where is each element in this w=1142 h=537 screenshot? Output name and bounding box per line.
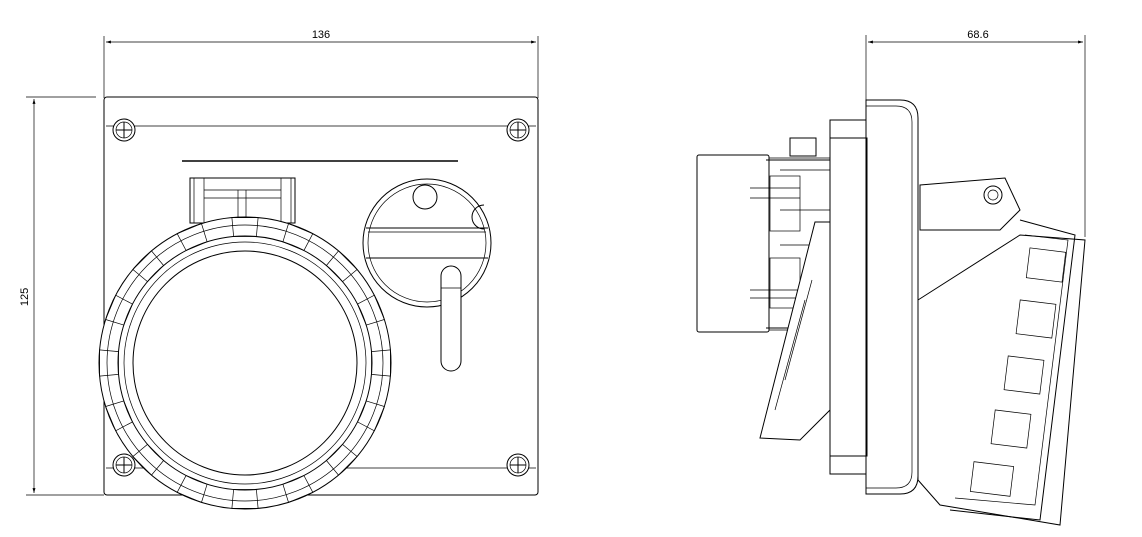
bayonet-rib [132,443,165,476]
bayonet-rib [231,217,259,237]
mounting-plate [103,96,539,496]
bayonet-rib [282,475,314,503]
front-view: 136 125 [19,29,539,510]
width-dimension: 136 [103,29,539,98]
bayonet-rib [231,489,259,509]
bayonet-rib [371,349,391,377]
bayonet-rib [176,475,208,503]
socket-body-side [759,177,1086,526]
bayonet-rib [105,400,133,432]
bayonet-rib [176,223,208,251]
bayonet-rib [325,250,358,283]
lid-hinge [189,177,296,224]
socket-ring [98,216,392,510]
bayonet-rib [282,223,314,251]
bayonet-rib [132,250,165,283]
screw-icon [506,453,530,477]
height-dimension-label: 125 [19,288,31,306]
rotary-switch [362,178,492,372]
bayonet-rib [99,349,119,377]
bayonet-rib [357,294,385,326]
screw-icon [506,118,530,142]
side-view: 68.6 [696,29,1086,526]
plate-edge [789,99,919,495]
bayonet-rib [325,443,358,476]
depth-dimension: 68.6 [865,29,1086,237]
screw-icon [112,453,136,477]
socket-ribs-side [969,247,1067,497]
bayonet-rib [105,294,133,326]
screw-icon [112,118,136,142]
bayonet-rib [357,400,385,432]
width-dimension-label: 136 [312,29,330,41]
height-dimension: 125 [19,96,104,496]
depth-dimension-label: 68.6 [967,29,988,41]
rear-housing [696,154,770,333]
